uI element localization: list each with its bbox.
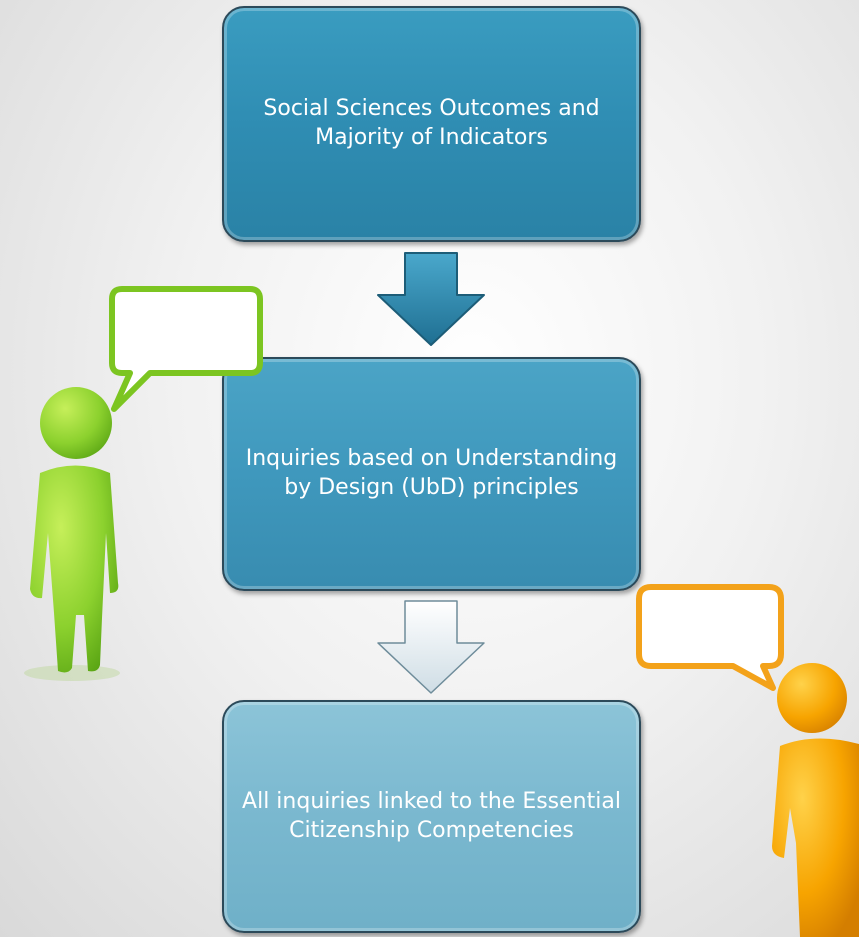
flow-step-competencies: All inquiries linked to the Essential Ci… <box>222 700 641 933</box>
orange-speech-bubble-icon <box>636 584 784 691</box>
flow-step-inquiries: Inquiries based on Understanding by Desi… <box>222 357 641 591</box>
flow-step-outcomes: Social Sciences Outcomes and Majority of… <box>222 6 641 242</box>
flow-step-inquiries-text: Inquiries based on Understanding by Desi… <box>245 446 618 500</box>
orange-person-figure-icon <box>772 663 859 937</box>
green-person-figure-icon <box>24 387 120 681</box>
down-arrow-icon <box>377 252 485 346</box>
flow-step-competencies-text: All inquiries linked to the Essential Ci… <box>242 788 621 843</box>
flow-step-outcomes-text: Social Sciences Outcomes and Majority of… <box>263 96 600 150</box>
green-speech-bubble-icon <box>109 286 263 412</box>
down-arrow-outline-icon <box>377 600 485 694</box>
